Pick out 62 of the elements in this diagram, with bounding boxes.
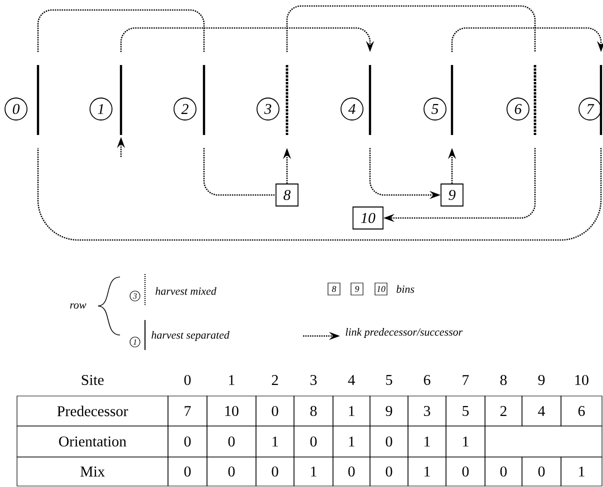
table-cell: 0	[294, 426, 334, 458]
link-line	[37, 9, 205, 52]
column-header: 10	[575, 374, 588, 386]
column-header: 3	[310, 374, 317, 385]
link-line	[286, 5, 536, 52]
table-cell: 1	[408, 456, 446, 486]
row-header: Orientation	[16, 426, 168, 458]
legend-box: 9	[350, 282, 364, 296]
table-cell: 0	[370, 456, 408, 486]
legend-box: 10	[374, 282, 388, 296]
column-header: 0	[184, 374, 191, 386]
table-cell: 1	[256, 426, 294, 458]
table-cell: 0	[256, 396, 294, 426]
row-header: Mix	[16, 456, 168, 486]
table-cell: 0	[206, 426, 256, 458]
link-arrow	[451, 27, 603, 52]
column-header: 5	[386, 375, 392, 385]
table-cell: 0	[168, 426, 208, 458]
bin-box: 8	[276, 184, 298, 206]
table-cell: 5	[446, 396, 486, 426]
table-cell: 0	[522, 456, 562, 486]
column-header: 9	[538, 374, 545, 385]
row-header: Predecessor	[16, 396, 168, 426]
table-cell: 9	[370, 396, 408, 426]
table-cell: 0	[256, 456, 294, 486]
table-cell: 1	[560, 456, 602, 486]
table-cell: 3	[408, 396, 446, 426]
row-label: row	[70, 303, 86, 309]
table-cell: 0	[370, 426, 408, 458]
column-header: 6	[424, 374, 430, 385]
table-cell: 0	[332, 456, 370, 486]
bin-box: 9	[440, 184, 464, 206]
column-header: 7	[462, 375, 469, 385]
legend-box: 8	[328, 282, 340, 296]
link-line	[37, 148, 602, 241]
legend-text: harvest separated	[152, 331, 230, 341]
link-arrow	[120, 27, 374, 52]
column-header: 8	[500, 374, 507, 386]
table-cell: 2	[484, 396, 522, 426]
table-cell: 6	[560, 396, 602, 426]
table-cell: 7	[168, 396, 208, 426]
column-header: 2	[272, 375, 278, 385]
table-cell: 1	[332, 426, 370, 458]
legend-text: link predecessor/successor	[346, 328, 463, 338]
column-header: 1	[229, 375, 234, 385]
column-header: 4	[348, 375, 355, 385]
legend-text: bins	[396, 285, 414, 293]
legend-text: harvest mixed	[156, 287, 216, 295]
bin-box: 10	[352, 206, 384, 230]
table-cell: 1	[332, 396, 370, 426]
table-cell: 1	[408, 426, 446, 458]
table-cell: 0	[446, 456, 486, 486]
table-cell: 1	[446, 426, 486, 458]
table-cell: 10	[206, 396, 256, 426]
table-cell: 8	[294, 396, 334, 426]
table-cell: 0	[484, 456, 522, 486]
table-cell: 0	[206, 456, 256, 486]
table-cell: 0	[168, 456, 208, 486]
link-line	[203, 148, 276, 196]
table-cell: 1	[294, 456, 334, 486]
table-cell: 4	[522, 396, 562, 426]
row-header: Site	[82, 374, 104, 385]
